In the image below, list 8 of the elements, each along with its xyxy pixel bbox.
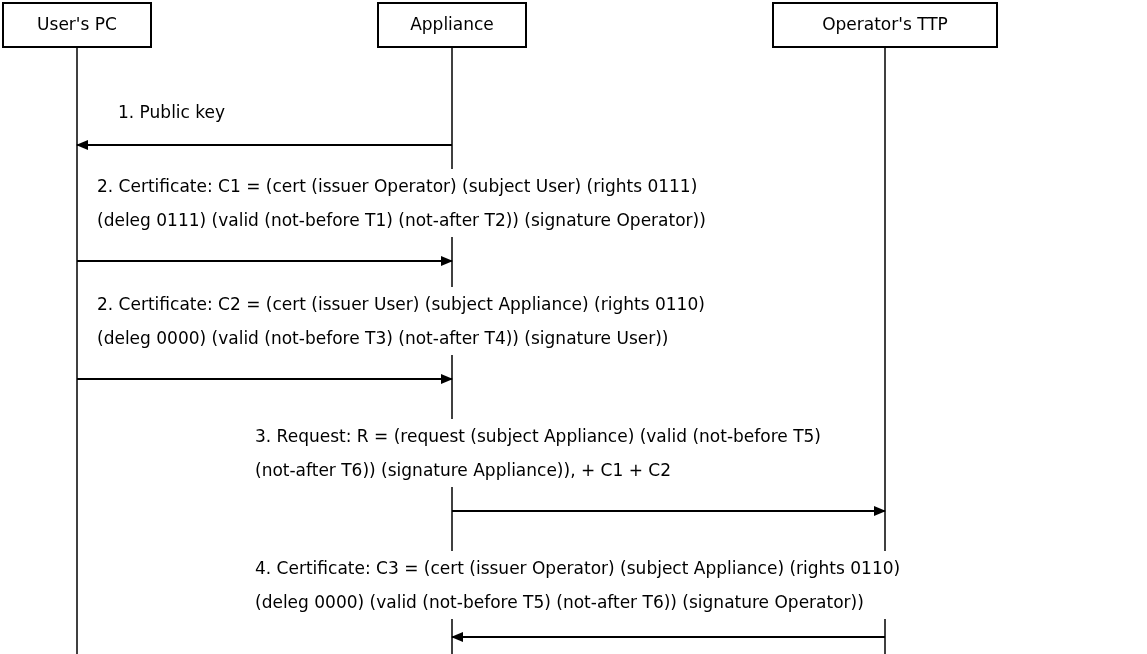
arrow — [76, 256, 453, 266]
arrow — [451, 506, 886, 516]
arrow — [451, 632, 886, 642]
arrow — [76, 374, 453, 384]
participant-box: User's PC — [2, 2, 152, 48]
participant-box: Appliance — [377, 2, 527, 48]
participant-box: Operator's TTP — [772, 2, 998, 48]
arrow — [76, 140, 453, 150]
